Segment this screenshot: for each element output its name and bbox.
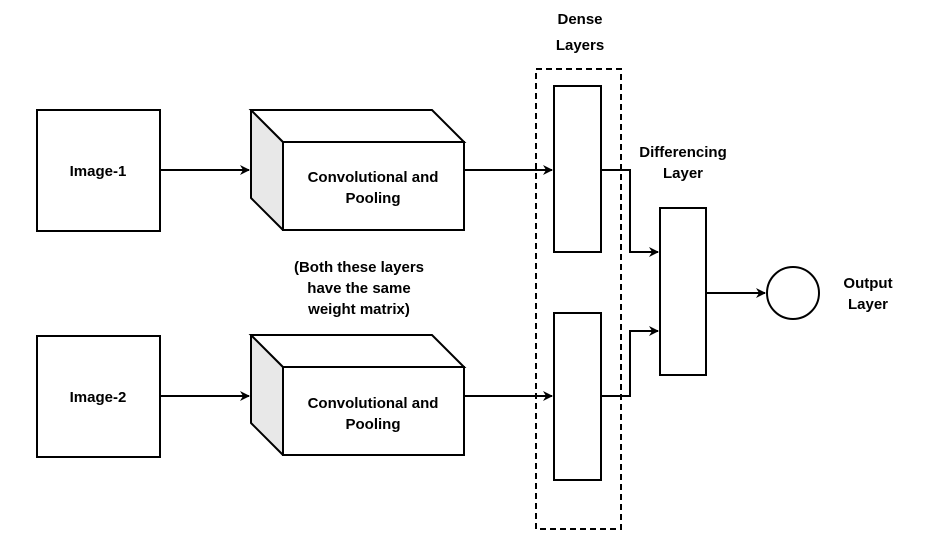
image-1-label: Image-1 (70, 163, 127, 180)
dense-layer-1 (553, 85, 602, 253)
conv-2-label-line-2: Pooling (346, 416, 401, 433)
conv-pooling-block-1: Convolutional and Pooling (248, 109, 467, 231)
conv-1-label-line-2: Pooling (346, 190, 401, 207)
differencing-layer-node: Differencing Layer (639, 144, 727, 376)
image-2-box (36, 335, 161, 458)
connectors (160, 165, 766, 401)
conv-2-label-line-1: Convolutional and (308, 395, 439, 412)
differencing-label-line-1: Differencing (639, 144, 727, 161)
differencing-label-line-2: Layer (663, 165, 703, 182)
conv-2-top-face (248, 334, 467, 368)
dense-layers-label-line-2: Layers (556, 37, 604, 54)
conv-1-front-face (282, 141, 465, 231)
output-layer-node: Output Layer (766, 266, 893, 320)
arrow-dense-2-to-differencing (601, 326, 659, 397)
dense-layers-dashed-frame (535, 68, 622, 530)
image-1-node: Image-1 (36, 109, 161, 232)
arrow-dense-1-to-differencing (601, 169, 659, 257)
conv-2-front-face (282, 366, 465, 456)
conv-1-label-line-1: Convolutional and (308, 169, 439, 186)
image-1-box (36, 109, 161, 232)
annotation-line-2: have the same (307, 280, 410, 297)
differencing-layer-box (659, 207, 707, 376)
output-layer-circle (766, 266, 820, 320)
dense-layers-group: Dense Layers (535, 11, 622, 530)
image-2-node: Image-2 (36, 335, 161, 458)
annotation-line-3: weight matrix) (307, 301, 410, 318)
dense-layer-2 (553, 312, 602, 481)
annotation-line-1: (Both these layers (294, 259, 424, 276)
shared-weights-annotation: (Both these layers have the same weight … (294, 259, 424, 318)
output-label-line-1: Output (843, 275, 892, 292)
dense-layers-label-line-1: Dense (557, 11, 602, 28)
output-label-line-2: Layer (848, 296, 888, 313)
conv-1-top-face (248, 109, 467, 143)
image-2-label: Image-2 (70, 389, 127, 406)
conv-pooling-block-2: Convolutional and Pooling (248, 334, 467, 456)
